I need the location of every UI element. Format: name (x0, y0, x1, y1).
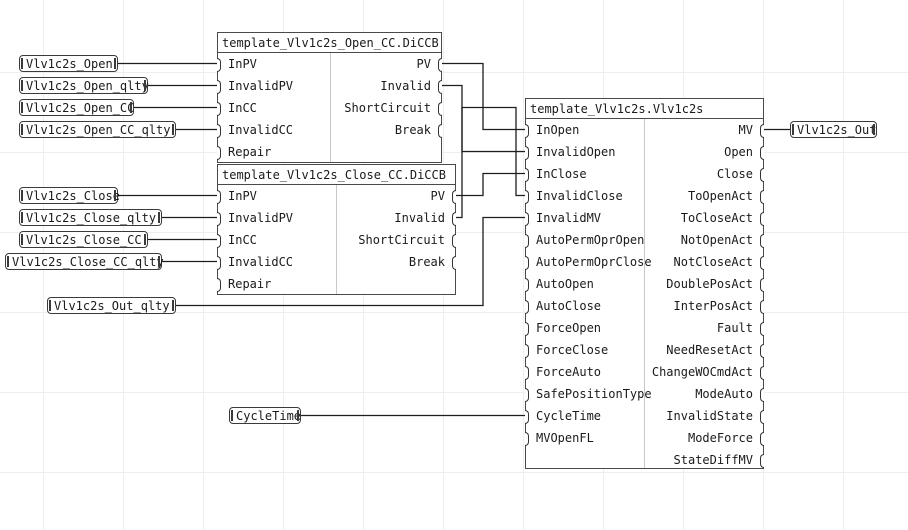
variable-out-qlty[interactable]: Vlv1c2s_Out_qlty (47, 297, 176, 314)
output-pin[interactable]: ModeAuto (695, 383, 764, 405)
output-pin[interactable]: NeedResetAct (666, 339, 764, 361)
variable-open[interactable]: Vlv1c2s_Open (19, 55, 118, 72)
output-pin[interactable]: Invalid (394, 207, 456, 229)
input-pin[interactable]: InvalidCC (216, 119, 293, 141)
input-pin[interactable]: InvalidPV (216, 75, 293, 97)
input-pin[interactable]: MVOpenFL (525, 427, 594, 449)
input-pin[interactable]: InvalidMV (524, 207, 601, 229)
output-pin[interactable]: ShortCircuit (358, 229, 456, 251)
variable-close[interactable]: Vlv1c2s_Close (19, 187, 120, 204)
variable-open-cc-qlty[interactable]: Vlv1c2s_Open_CC_qlty (19, 121, 176, 138)
output-pin[interactable]: MV (739, 119, 765, 141)
input-pin[interactable]: InCC (217, 97, 257, 119)
input-pin[interactable]: InCC (217, 229, 257, 251)
output-pin[interactable]: Open (724, 141, 764, 163)
output-pin[interactable]: Invalid (380, 75, 442, 97)
input-pin[interactable]: InPV (217, 185, 257, 207)
variable-open-cc[interactable]: Vlv1c2s_Open_CC (19, 99, 134, 116)
output-pin[interactable]: StateDiffMV (674, 449, 765, 471)
output-pin[interactable]: DoublePosAct (666, 273, 764, 295)
output-pin[interactable]: ChangeWOCmdAct (652, 361, 765, 383)
input-pin[interactable]: InvalidOpen (524, 141, 615, 163)
function-block-valve[interactable]: template_Vlv1c2s.Vlv1c2s InOpen InvalidO… (524, 98, 765, 471)
variable-close-cc[interactable]: Vlv1c2s_Close_CC (19, 231, 148, 248)
output-pin[interactable]: Break (395, 119, 443, 141)
output-pin[interactable]: InvalidState (666, 405, 764, 427)
variable-open-qlty[interactable]: Vlv1c2s_Open_qlty (19, 77, 149, 94)
input-pin[interactable]: InvalidCC (216, 251, 293, 273)
input-pin[interactable]: InClose (525, 163, 587, 185)
variable-close-cc-qlty[interactable]: Vlv1c2s_Close_CC_qlty (5, 253, 164, 270)
input-pin[interactable]: AutoOpen (525, 273, 594, 295)
block-divider (336, 185, 337, 294)
output-pin[interactable]: ToCloseAct (681, 207, 765, 229)
output-pin[interactable]: NotCloseAct (674, 251, 765, 273)
function-block-open-cc[interactable]: template_Vlv1c2s_Open_CC.DiCCB InPV Inva… (216, 32, 443, 163)
input-pin[interactable]: ForceOpen (524, 317, 601, 339)
variable-out[interactable]: Vlv1c2s_Out (790, 121, 877, 138)
output-pin[interactable]: ShortCircuit (344, 97, 442, 119)
input-pin[interactable]: InvalidPV (216, 207, 293, 229)
output-pin[interactable]: Close (717, 163, 765, 185)
output-pin[interactable]: ToOpenAct (688, 185, 765, 207)
output-pin[interactable]: ModeForce (688, 427, 765, 449)
variable-cycle-time[interactable]: CycleTime (229, 407, 301, 424)
input-pin[interactable]: AutoPermOprOpen (524, 229, 644, 251)
block-title: template_Vlv1c2s_Close_CC.DiCCB (218, 165, 455, 185)
wire-open-pv (441, 62, 526, 131)
block-title: template_Vlv1c2s.Vlv1c2s (526, 99, 763, 119)
input-pin[interactable]: CycleTime (524, 405, 601, 427)
block-divider (330, 53, 331, 162)
input-pin[interactable]: AutoPermOprClose (525, 251, 652, 273)
block-title: template_Vlv1c2s_Open_CC.DiCCB (218, 33, 441, 53)
input-pin[interactable]: InPV (217, 53, 257, 75)
output-pin[interactable]: Fault (717, 317, 765, 339)
variable-close-qlty[interactable]: Vlv1c2s_Close_qlty (19, 209, 162, 226)
wire-close-invalid (455, 106, 526, 219)
input-pin[interactable]: SafePositionType (525, 383, 652, 405)
function-block-close-cc[interactable]: template_Vlv1c2s_Close_CC.DiCCB InPV Inv… (216, 164, 457, 295)
input-pin[interactable]: Repair (216, 273, 271, 295)
input-pin[interactable]: InOpen (524, 119, 579, 141)
input-pin[interactable]: ForceAuto (524, 361, 601, 383)
output-pin[interactable]: InterPosAct (674, 295, 765, 317)
input-pin[interactable]: ForceClose (524, 339, 608, 361)
input-pin[interactable]: Repair (216, 141, 271, 163)
input-pin[interactable]: AutoClose (524, 295, 601, 317)
output-pin[interactable]: Break (409, 251, 457, 273)
output-pin[interactable]: PV (431, 185, 457, 207)
output-pin[interactable]: NotOpenAct (681, 229, 765, 251)
wire-close-pv (455, 172, 526, 197)
input-pin[interactable]: InvalidClose (525, 185, 623, 207)
wire-out-qlty (176, 216, 526, 307)
block-divider (644, 119, 645, 468)
output-pin[interactable]: PV (417, 53, 443, 75)
